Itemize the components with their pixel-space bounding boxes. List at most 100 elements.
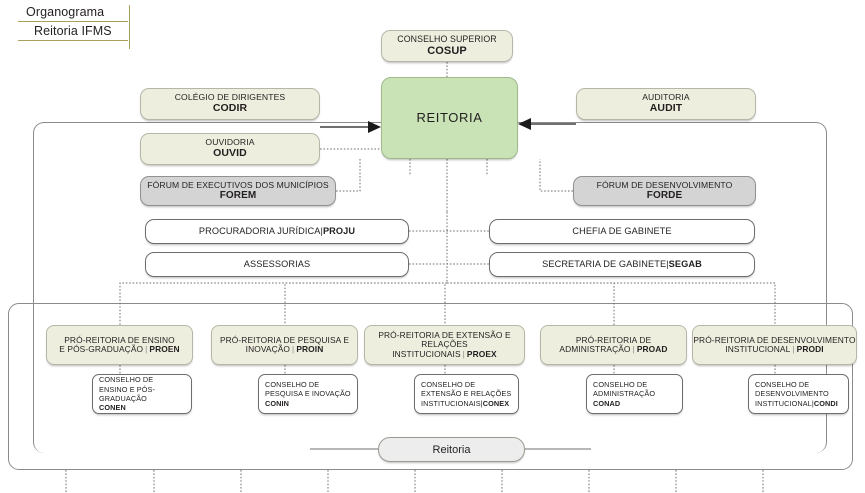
prodi-line2-text: INSTITUCIONAL — [725, 344, 791, 354]
proad-separator: | — [632, 344, 635, 354]
conen-acronym-row: CONEN — [99, 403, 126, 412]
pro-reitorias-scope-frame — [8, 303, 853, 470]
conin-acronym-row: CONIN — [265, 399, 289, 408]
proju-name: PROCURADORIA JURÍDICA — [198, 226, 321, 237]
prodi-line2: INSTITUCIONAL|PRODI — [725, 344, 824, 354]
proin-acronym: PROIN — [296, 344, 324, 354]
prodi-separator: | — [792, 344, 795, 354]
node-ouvid[interactable]: OUVIDORIA OUVID — [140, 133, 320, 165]
segab-label: SECRETARIA DE GABINETE|SEGAB — [542, 259, 702, 269]
ouvid-name: OUVIDORIA — [205, 137, 255, 148]
conex-acronym-row: INSTITUCIONAIS|CONEX — [421, 399, 509, 408]
node-proin[interactable]: PRÓ-REITORIA DE PESQUISA E INOVAÇÃO|PROI… — [211, 325, 358, 365]
proex-line2: INSTITUCIONAIS|PROEX — [392, 348, 497, 359]
forem-acronym: FOREM — [219, 190, 257, 202]
footer-reitoria-pill[interactable]: Reitoria — [378, 437, 525, 462]
node-cosup[interactable]: CONSELHO SUPERIOR COSUP — [381, 30, 513, 62]
codir-acronym: CODIR — [212, 101, 248, 114]
proen-line2-text: E PÓS-GRADUAÇÃO — [59, 344, 144, 354]
proju-label: PROCURADORIA JURÍDICA|PROJU — [199, 226, 355, 236]
node-conin[interactable]: CONSELHO DE PESQUISA E INOVAÇÃO CONIN — [258, 374, 358, 414]
proex-separator: | — [462, 348, 465, 359]
segab-name: SECRETARIA DE GABINETE — [542, 259, 667, 270]
node-chefia-de-gabinete[interactable]: CHEFIA DE GABINETE — [489, 219, 755, 244]
cosup-acronym: COSUP — [427, 44, 467, 57]
conen-acronym: CONEN — [99, 403, 126, 413]
conin-line2: PESQUISA E INOVAÇÃO — [265, 389, 351, 399]
proad-acronym: PROAD — [636, 344, 668, 354]
node-reitoria[interactable]: REITORIA — [381, 77, 518, 159]
chefia-label: CHEFIA DE GABINETE — [572, 226, 672, 237]
node-conen[interactable]: CONSELHO DE ENSINO E PÓS-GRADUAÇÃO CONEN — [92, 374, 192, 414]
forem-name: FÓRUM DE EXECUTIVOS DOS MUNICÍPIOS — [147, 179, 329, 190]
proen-line1: PRÓ-REITORIA DE ENSINO — [64, 334, 175, 345]
node-condi[interactable]: CONSELHO DE DESENVOLVIMENTO INSTITUCIONA… — [748, 374, 849, 414]
page-subtitle: Reitoria IFMS — [34, 24, 112, 38]
node-assessorias[interactable]: ASSESSORIAS — [145, 252, 409, 277]
condi-line1: CONSELHO DE — [755, 379, 810, 389]
proin-line1: PRÓ-REITORIA DE PESQUISA E — [219, 334, 350, 345]
condi-separator: | — [811, 398, 814, 408]
proin-line2-text: INOVAÇÃO — [245, 344, 291, 354]
segab-acronym: SEGAB — [668, 259, 702, 270]
conex-acronym: CONEX — [482, 398, 510, 408]
proex-acronym: PROEX — [466, 348, 497, 359]
node-proex[interactable]: PRÓ-REITORIA DE EXTENSÃO E RELAÇÕES INST… — [364, 325, 525, 365]
forde-name: FÓRUM DE DESENVOLVIMENTO — [596, 179, 733, 190]
audit-name: AUDITORIA — [642, 92, 690, 103]
conad-acronym: CONAD — [593, 398, 621, 408]
proin-separator: | — [292, 344, 295, 354]
proin-line2: INOVAÇÃO|PROIN — [245, 344, 324, 354]
conin-line1: CONSELHO DE — [265, 379, 320, 389]
proen-separator: | — [145, 344, 148, 354]
node-proad[interactable]: PRÓ-REITORIA DE ADMINISTRAÇÃO|PROAD — [540, 325, 687, 365]
proad-line1: PRÓ-REITORIA DE — [575, 334, 652, 345]
conex-separator: | — [480, 398, 483, 408]
title-divider-top — [18, 21, 128, 22]
node-forem[interactable]: FÓRUM DE EXECUTIVOS DOS MUNICÍPIOS FOREM — [140, 176, 336, 206]
proad-line2: ADMINISTRAÇÃO|PROAD — [559, 344, 668, 354]
node-audit[interactable]: AUDITORIA AUDIT — [576, 88, 756, 120]
ouvid-acronym: OUVID — [213, 146, 247, 159]
conen-line1: CONSELHO DE — [99, 375, 154, 385]
prodi-line1: PRÓ-REITORIA DE DESENVOLVIMENTO — [693, 334, 856, 345]
segab-separator: | — [666, 259, 669, 270]
arrow-head-right — [368, 121, 381, 133]
proex-line1: PRÓ-REITORIA DE EXTENSÃO E RELAÇÕES — [378, 329, 511, 350]
condi-line2: DESENVOLVIMENTO — [755, 389, 829, 399]
node-conad[interactable]: CONSELHO DE ADMINISTRAÇÃO CONAD — [586, 374, 683, 414]
node-segab[interactable]: SECRETARIA DE GABINETE|SEGAB — [489, 252, 755, 277]
proen-acronym: PROEN — [149, 344, 180, 354]
conad-line2: ADMINISTRAÇÃO — [593, 389, 656, 399]
condi-acronym-row: INSTITUCIONAL|CONDI — [755, 399, 838, 408]
title-block: Organograma Reitoria IFMS — [18, 4, 130, 49]
node-codir[interactable]: COLÉGIO DE DIRIGENTES CODIR — [140, 88, 320, 120]
conex-line1: CONSELHO DE — [421, 379, 476, 389]
footer-reitoria-label: Reitoria — [432, 443, 471, 456]
prodi-acronym: PRODI — [796, 344, 824, 354]
node-forde[interactable]: FÓRUM DE DESENVOLVIMENTO FORDE — [573, 176, 756, 206]
conex-line2: EXTENSÃO E RELAÇÕES — [421, 389, 512, 399]
condi-acronym: CONDI — [813, 398, 838, 408]
conex-line3: INSTITUCIONAIS — [421, 398, 481, 408]
node-proen[interactable]: PRÓ-REITORIA DE ENSINO E PÓS-GRADUAÇÃO|P… — [46, 325, 193, 365]
audit-acronym: AUDIT — [649, 101, 683, 114]
node-proju[interactable]: PROCURADORIA JURÍDICA|PROJU — [145, 219, 409, 244]
proex-line2-text: INSTITUCIONAIS — [392, 348, 461, 359]
proju-acronym: PROJU — [322, 226, 356, 237]
codir-name: COLÉGIO DE DIRIGENTES — [174, 92, 286, 103]
proen-line2: E PÓS-GRADUAÇÃO|PROEN — [59, 344, 180, 354]
conad-line1: CONSELHO DE — [593, 379, 648, 389]
arrow-head-left — [518, 118, 531, 130]
title-divider-bottom — [18, 40, 128, 41]
cosup-name: CONSELHO SUPERIOR — [397, 33, 497, 44]
page-title: Organograma — [26, 5, 105, 19]
forde-acronym: FORDE — [646, 190, 683, 202]
assessorias-label: ASSESSORIAS — [243, 259, 311, 270]
conin-acronym: CONIN — [265, 398, 290, 408]
node-conex[interactable]: CONSELHO DE EXTENSÃO E RELAÇÕES INSTITUC… — [414, 374, 519, 414]
node-prodi[interactable]: PRÓ-REITORIA DE DESENVOLVIMENTO INSTITUC… — [692, 325, 857, 365]
condi-line3: INSTITUCIONAL — [755, 398, 812, 408]
